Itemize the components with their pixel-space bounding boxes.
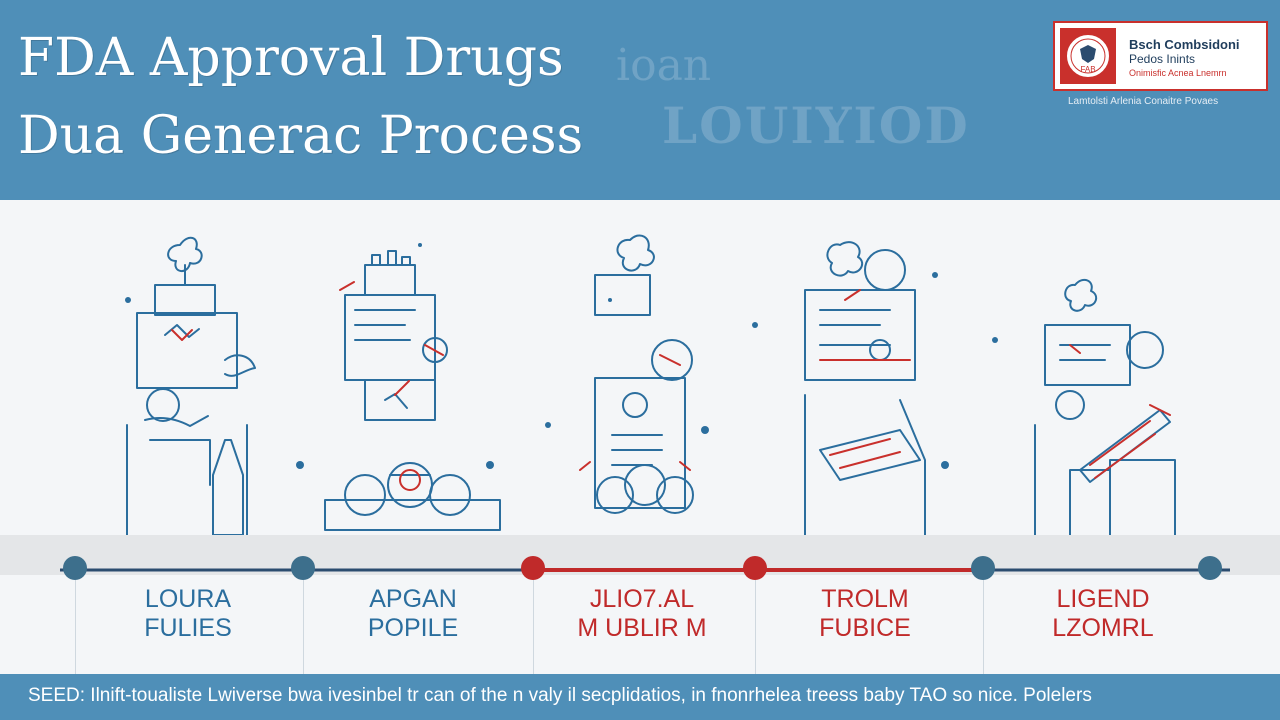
stage-label-5-line2: LZOMRL	[1052, 614, 1154, 642]
stage-divider	[303, 580, 304, 675]
timeline-node-1	[63, 556, 87, 580]
stage-illustrations	[125, 234, 1176, 546]
stage-label-3-line2: M UBLIR M	[577, 614, 707, 642]
stage-label-2-line2: POPILE	[367, 614, 459, 642]
stage-label-3: JLIO7.AL M UBLIR M	[542, 585, 742, 643]
stage-label-5: LIGEND LZOMRL	[1003, 585, 1203, 643]
logo-line1: Bsch Combsidoni	[1129, 37, 1240, 52]
stage-label-2-line1: APGAN	[369, 585, 457, 613]
stage-label-4-line2: FUBICE	[819, 614, 911, 642]
logo-subtext: Lamtolsti Arlenia Conaitre Povaes	[1068, 96, 1219, 107]
logo-mark-text: FAB	[1080, 65, 1095, 74]
process-timeline	[60, 556, 1230, 580]
stage-label-1-line2: FULIES	[144, 614, 232, 642]
footer-caption: SEED: Ilnift-toualiste Lwiverse bwa ives…	[0, 674, 1280, 720]
page-title-line1: FDA Approval Drugs	[18, 28, 564, 88]
stage-divider	[755, 580, 756, 675]
stage3-illustration	[564, 234, 711, 541]
logo: FAB Bsch Combsidoni Pedos Inints Onimisf…	[1053, 21, 1268, 91]
stage2-illustration	[324, 250, 501, 531]
stage-label-4-line1: TROLM	[821, 585, 909, 613]
timeline-node-4	[743, 556, 767, 580]
stage-label-1: LOURA FULIES	[88, 585, 288, 643]
ghost-text-2: LOUIYIOD	[662, 96, 970, 155]
timeline-node-2	[291, 556, 315, 580]
stage-label-5-line1: LIGEND	[1056, 585, 1150, 613]
stage1-illustration	[126, 236, 256, 541]
timeline-node-5	[971, 556, 995, 580]
page-title-line2: Dua Generac Process	[18, 106, 584, 166]
logo-line3: Onimisfic Acnea Lnemrn	[1129, 68, 1227, 78]
stage-label-2: APGAN POPILE	[313, 585, 513, 643]
seal-icon: FAB	[1060, 28, 1116, 84]
timeline-node-6	[1198, 556, 1222, 580]
stage4-illustration	[804, 241, 926, 541]
header-banner: FDA Approval Drugs Dua Generac Process i…	[0, 0, 1280, 200]
ghost-text-1: ioan	[616, 40, 712, 91]
logo-line2: Pedos Inints	[1129, 52, 1196, 66]
stage-label-1-line1: LOURA	[144, 585, 232, 613]
stage5-illustration	[1034, 278, 1176, 546]
timeline-node-3	[521, 556, 545, 580]
stage-divider	[533, 580, 534, 675]
stage-label-4: TROLM FUBICE	[765, 585, 965, 643]
stage-divider	[983, 580, 984, 675]
stage-label-3-line1: JLIO7.AL	[589, 585, 695, 613]
stage-divider	[75, 580, 76, 675]
